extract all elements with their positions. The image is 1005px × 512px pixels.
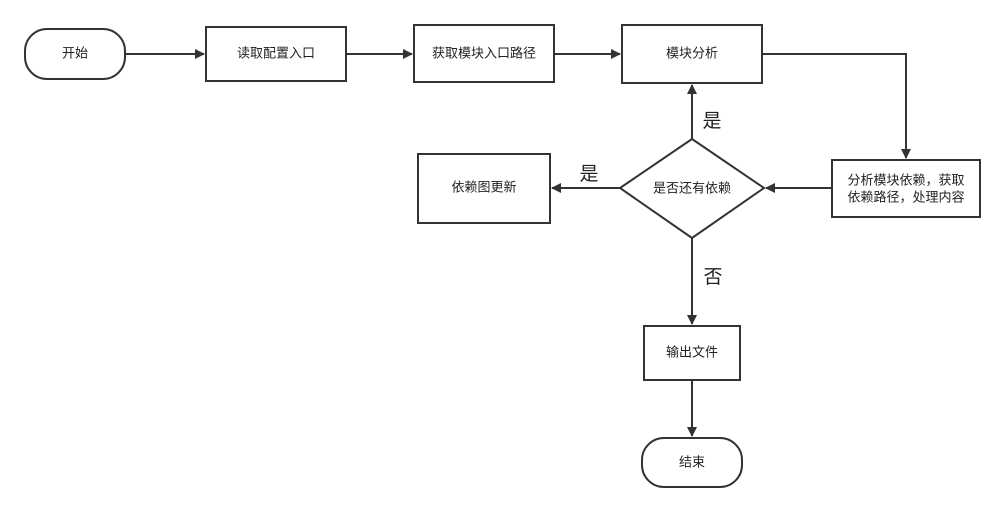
node-has-more-deps: 是否还有依赖 — [618, 137, 766, 240]
read-config-box — [205, 26, 347, 82]
node-update-graph: 依赖图更新 — [417, 153, 551, 224]
node-output-file: 输出文件 — [643, 325, 741, 381]
update-graph-label: 依赖图更新 — [451, 180, 516, 196]
edge-label-no-down: 否 — [703, 266, 722, 288]
analyze-deps-label-line1: 分析模块依赖，获取 — [847, 174, 964, 189]
read-config-label: 读取配置入口 — [237, 47, 315, 62]
node-analyze-deps: 分析模块依赖，获取 依赖路径，处理内容 — [831, 159, 981, 218]
analyze-deps-box — [831, 159, 981, 218]
end-terminator — [641, 437, 743, 488]
output-file-label: 输出文件 — [666, 345, 718, 361]
edge-label-yes-up: 是 — [702, 110, 721, 132]
get-entry-path-label: 获取模块入口路径 — [432, 46, 536, 62]
has-more-deps-label: 是否还有依赖 — [653, 182, 731, 197]
edge-label-yes-left: 是 — [579, 163, 598, 185]
edge-module-analysis-to-analyze-deps — [762, 53, 911, 159]
analyze-deps-label-line2: 依赖路径，处理内容 — [847, 190, 964, 206]
output-file-box — [643, 325, 741, 381]
module-analysis-label: 模块分析 — [666, 47, 718, 62]
start-label: 开始 — [62, 47, 88, 62]
node-get-entry-path: 获取模块入口路径 — [413, 24, 555, 83]
start-terminator — [24, 28, 126, 80]
node-module-analysis: 模块分析 — [621, 24, 763, 84]
node-read-config: 读取配置入口 — [205, 26, 347, 82]
get-entry-path-box — [413, 24, 555, 83]
module-analysis-box — [621, 24, 763, 84]
end-label: 结束 — [679, 456, 705, 471]
node-end: 结束 — [641, 437, 743, 488]
edges — [125, 49, 911, 437]
edge-labels: 是 是 否 — [579, 110, 722, 288]
update-graph-box — [417, 153, 551, 224]
node-start: 开始 — [24, 28, 126, 80]
decision-diamond — [618, 137, 766, 240]
